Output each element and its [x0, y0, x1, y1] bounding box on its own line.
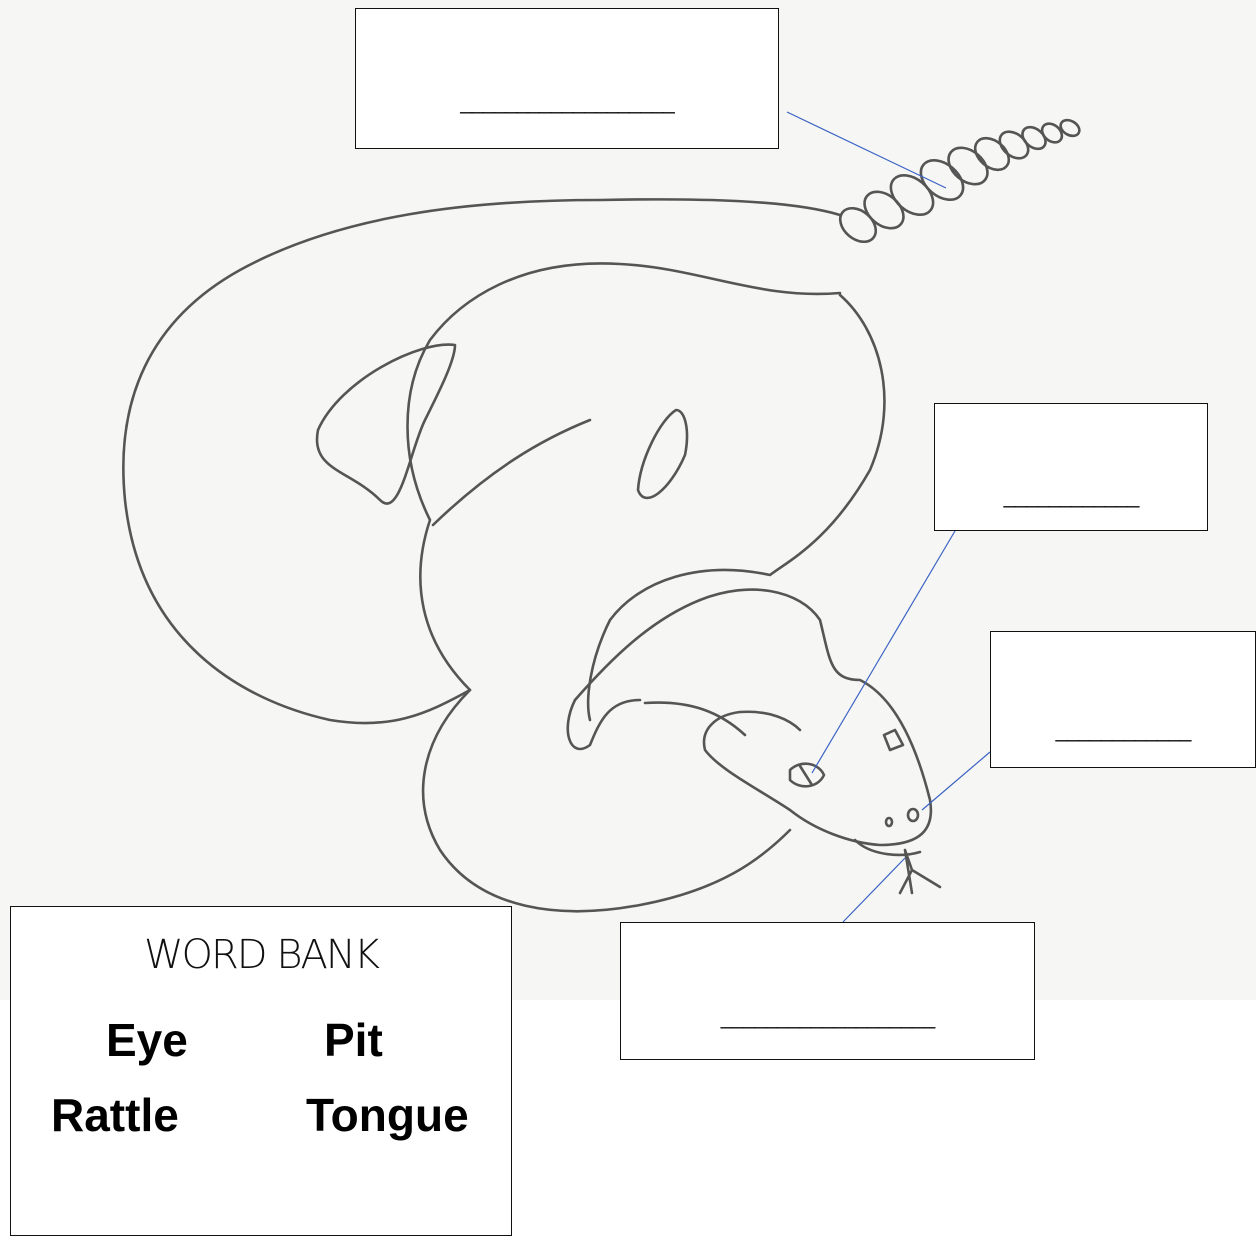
snake-nostril	[886, 818, 892, 826]
pointer-line-tongue	[843, 858, 905, 922]
word-eye: Eye	[106, 1013, 188, 1067]
label-box-tongue[interactable]: ___________________	[620, 922, 1035, 1060]
rattle-segments	[834, 117, 1082, 249]
snake-pit	[908, 809, 918, 821]
snake-tongue	[900, 850, 940, 893]
pointer-line-pit	[922, 752, 990, 810]
word-pit: Pit	[324, 1013, 383, 1067]
snake-neck	[700, 590, 931, 845]
snake-hole-left	[317, 345, 455, 504]
snake-hole-middle	[638, 410, 687, 498]
answer-blank[interactable]: ____________	[991, 717, 1255, 743]
answer-blank[interactable]: ____________	[935, 483, 1207, 509]
snake-body-outline	[123, 199, 840, 723]
label-box-eye[interactable]: ____________	[934, 403, 1208, 531]
label-box-pit[interactable]: ____________	[990, 631, 1256, 768]
pointer-line-rattle	[787, 112, 946, 188]
answer-blank[interactable]: ___________________	[356, 89, 778, 115]
label-box-rattle[interactable]: ___________________	[355, 8, 779, 149]
answer-blank[interactable]: ___________________	[621, 1004, 1034, 1030]
snake-brow	[884, 730, 903, 750]
word-bank-title: WORD BANK	[11, 932, 511, 978]
word-bank: WORD BANK Eye Pit Rattle Tongue	[10, 906, 512, 1236]
word-rattle: Rattle	[51, 1088, 179, 1142]
snake-lower-loop	[423, 690, 790, 911]
snake-inner-coil	[588, 295, 884, 720]
word-tongue: Tongue	[306, 1088, 469, 1142]
